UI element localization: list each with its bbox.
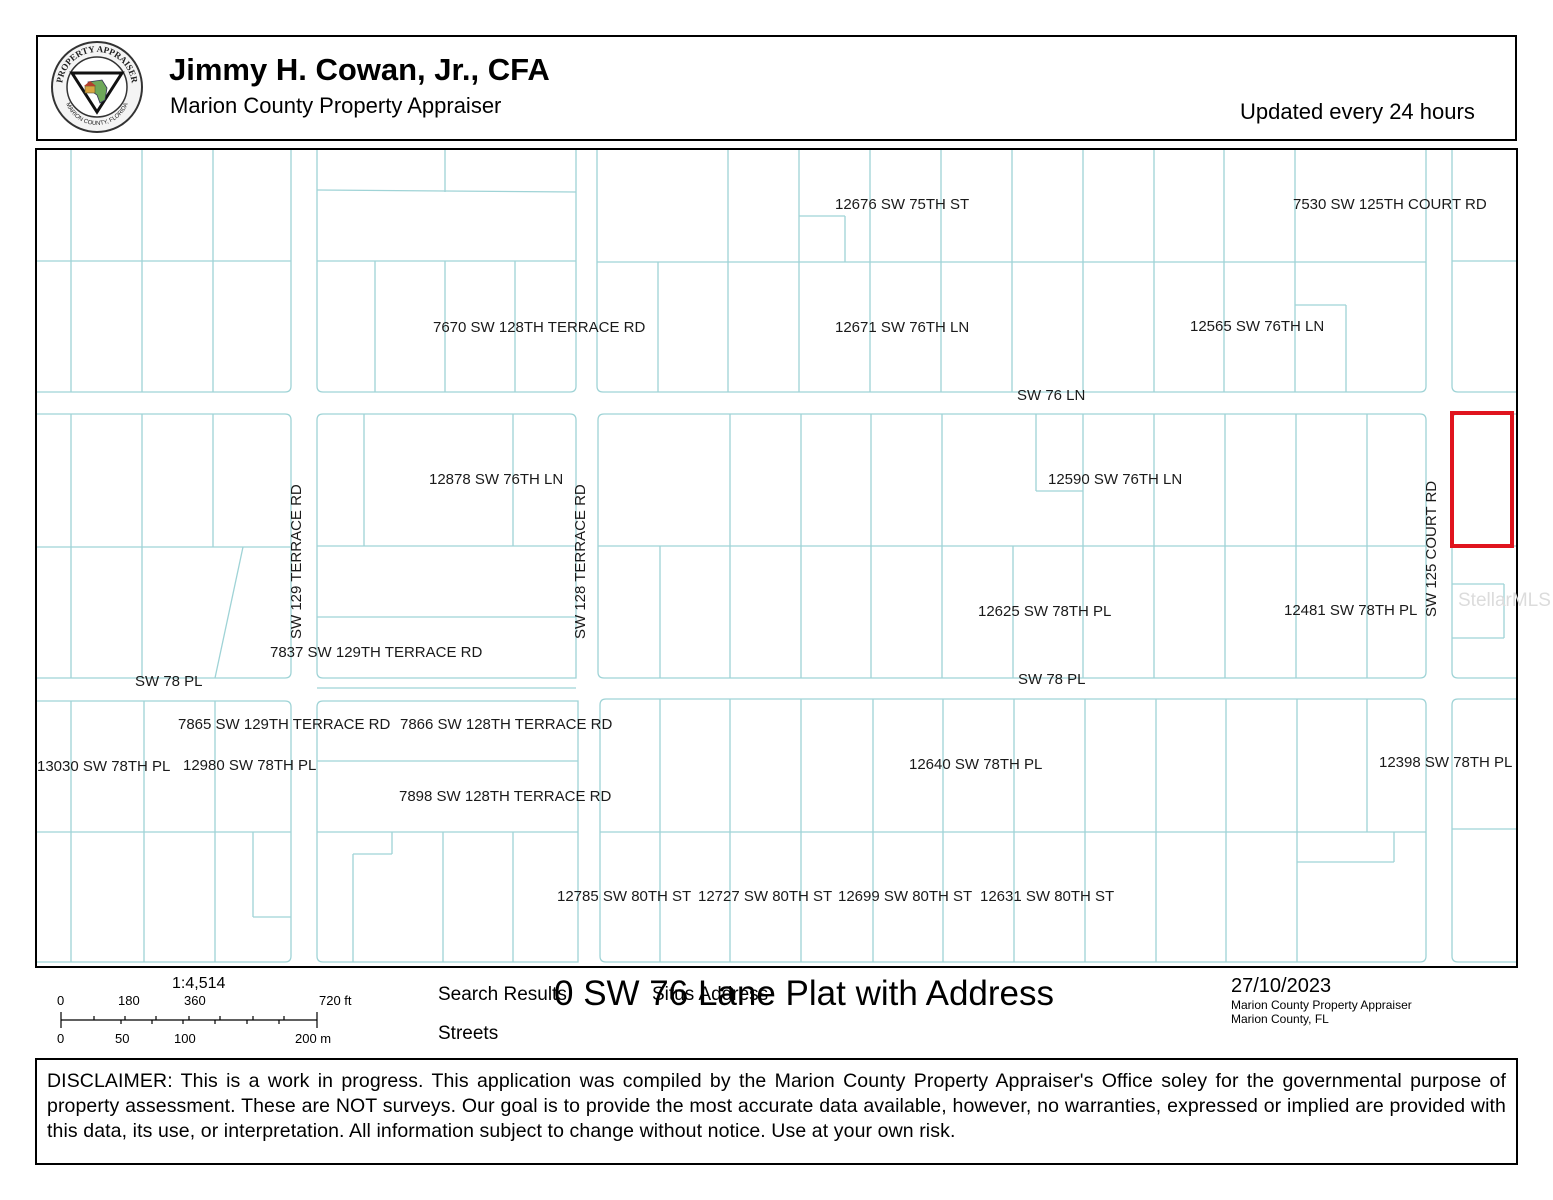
subject-parcel-highlight[interactable]: [1450, 411, 1514, 548]
street-label-sw-78-pl-west: SW 78 PL: [135, 673, 203, 690]
legend-streets: Streets: [438, 1023, 499, 1044]
street-label-sw-125-court-rd: SW 125 COURT RD: [1423, 481, 1440, 617]
map-frame: [35, 148, 1518, 968]
scale-feet-label: 360: [184, 993, 206, 1008]
address-labels: 12676 SW 75TH ST 7530 SW 125TH COURT RD …: [37, 196, 1512, 905]
address-label: 12625 SW 78TH PL: [978, 603, 1111, 620]
scale-feet-label: 0: [57, 993, 65, 1008]
map-credit-line: Marion County, FL: [1231, 1012, 1329, 1026]
scale-feet-label: 720 ft: [319, 993, 352, 1008]
scale-meter-label: 50: [115, 1031, 130, 1046]
address-label: 7837 SW 129TH TERRACE RD: [270, 644, 482, 661]
address-label: 7670 SW 128TH TERRACE RD: [433, 319, 645, 336]
address-label: 7865 SW 129TH TERRACE RD: [178, 716, 390, 733]
update-frequency-note: Updated every 24 hours: [1240, 99, 1475, 124]
address-label: 12590 SW 76TH LN: [1048, 471, 1182, 488]
address-label: 7898 SW 128TH TERRACE RD: [399, 788, 611, 805]
street-label-sw-78-pl-east: SW 78 PL: [1018, 671, 1086, 688]
address-label: 12640 SW 78TH PL: [909, 756, 1042, 773]
property-appraiser-seal-logo: PROPERTY APPRAISER MARION COUNTY, FLORID…: [51, 41, 143, 133]
parcel-lines: [37, 150, 1516, 963]
map-title: 0 SW 76 Lane Plat with Address: [554, 974, 1054, 1013]
stellarmls-watermark: StellarMLS: [1458, 590, 1551, 611]
street-label-sw-76-ln: SW 76 LN: [1017, 387, 1085, 404]
address-label: 12631 SW 80TH ST: [980, 888, 1114, 905]
address-label: 12727 SW 80TH ST: [698, 888, 832, 905]
street-labels: SW 76 LN SW 78 PL SW 78 PL SW 129 TERRAC…: [135, 387, 1440, 690]
scale-meter-label: 0: [57, 1031, 65, 1046]
street-label-sw-128-terrace-rd: SW 128 TERRACE RD: [572, 484, 589, 639]
parcel-map[interactable]: 12676 SW 75TH ST 7530 SW 125TH COURT RD …: [37, 150, 1516, 966]
address-label: 12878 SW 76TH LN: [429, 471, 563, 488]
address-label: 7530 SW 125TH COURT RD: [1293, 196, 1487, 213]
address-label: 12699 SW 80TH ST: [838, 888, 972, 905]
header-box: [36, 35, 1517, 141]
map-date: 27/10/2023: [1231, 975, 1332, 997]
address-label: 12671 SW 76TH LN: [835, 319, 969, 336]
scale-bar: [60, 1012, 318, 1028]
disclaimer: DISCLAIMER: This is a work in progress. …: [35, 1058, 1518, 1165]
address-label: 12481 SW 78TH PL: [1284, 602, 1417, 619]
address-label: 12676 SW 75TH ST: [835, 196, 969, 213]
address-label: 13030 SW 78TH PL: [37, 758, 170, 775]
appraiser-office: Marion County Property Appraiser: [170, 93, 502, 118]
address-label: 7866 SW 128TH TERRACE RD: [400, 716, 612, 733]
scale-feet-label: 180: [118, 993, 140, 1008]
scale-ratio: 1:4,514: [172, 975, 226, 992]
appraiser-name: Jimmy H. Cowan, Jr., CFA: [169, 52, 550, 87]
address-label: 12565 SW 76TH LN: [1190, 318, 1324, 335]
map-credit-line: Marion County Property Appraiser: [1231, 998, 1412, 1012]
address-label: 12785 SW 80TH ST: [557, 888, 691, 905]
scale-meter-label: 100: [174, 1031, 196, 1046]
address-label: 12980 SW 78TH PL: [183, 757, 316, 774]
address-label: 12398 SW 78TH PL: [1379, 754, 1512, 771]
legend-situs-address: Situs Address: [652, 984, 769, 1005]
street-label-sw-129-terrace-rd: SW 129 TERRACE RD: [288, 484, 305, 639]
legend-search-results: Search Results: [438, 984, 567, 1005]
scale-meter-label: 200 m: [295, 1031, 332, 1046]
